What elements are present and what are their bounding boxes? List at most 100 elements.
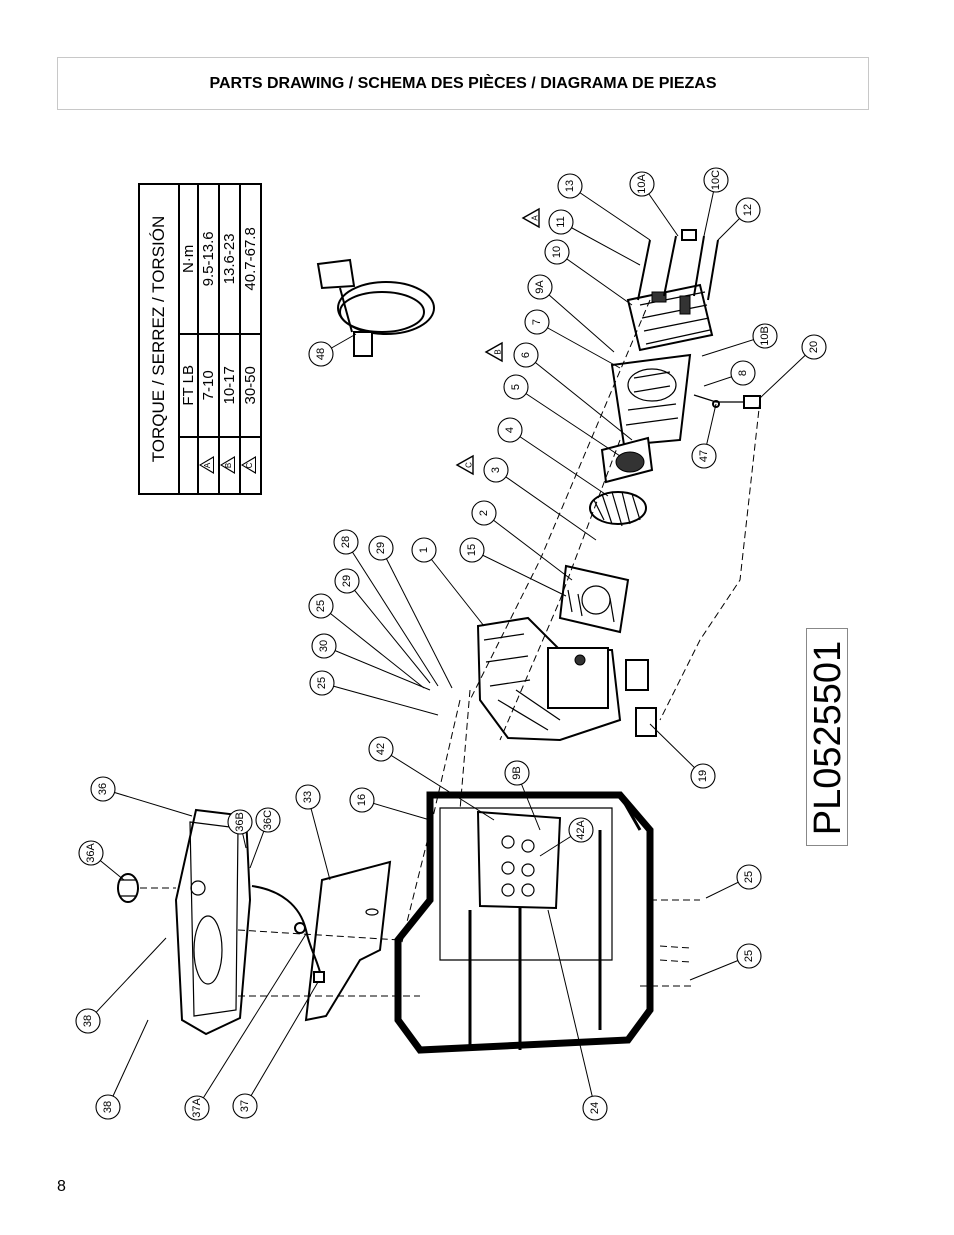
callout-leader-line (509, 429, 609, 497)
part-callout: 38 (95, 1094, 121, 1120)
tank-bracket-part (304, 860, 392, 1022)
callout-label: 25 (743, 950, 755, 962)
callout-label: 38 (82, 1015, 94, 1027)
callout-label: 7 (531, 319, 543, 325)
callout-bubble (90, 776, 116, 802)
torque-nm-value: 9.5-13.6 (198, 184, 219, 334)
part-callout: 36 (90, 776, 116, 802)
part-callout: 13 (557, 173, 583, 199)
page-number: 8 (57, 1178, 66, 1195)
part-callout: 25 (736, 943, 762, 969)
callout-leader-line (380, 748, 495, 821)
callout-label: 42 (375, 743, 387, 755)
callout-leader-line (107, 1019, 149, 1108)
callout-label: 36A (85, 843, 97, 863)
callout-leader-line (346, 580, 431, 684)
callout-bubble (95, 1094, 121, 1120)
torque-ftlb-value: 30-50 (240, 333, 261, 437)
part-callout: 11 (548, 209, 574, 235)
part-callout: 29 (368, 535, 394, 561)
part-callout: 36B (227, 809, 253, 835)
callout-label: 10B (759, 326, 771, 346)
torque-mark-letter: B (494, 349, 503, 354)
fuel-cap-part (117, 873, 139, 903)
callout-leader-line (196, 933, 307, 1109)
callout-bubble (691, 443, 717, 469)
torque-triangle-icon: B (220, 456, 235, 475)
callout-label: 16 (356, 794, 368, 806)
torque-table-ftlb-header: FT LB (179, 333, 198, 437)
torque-nm-value: 40.7-67.8 (240, 184, 261, 334)
callout-label: 12 (742, 204, 754, 216)
callout-leader-line (321, 682, 439, 716)
callout-label: 4 (504, 427, 516, 433)
part-callout: 38 (75, 1008, 101, 1034)
parts-layer (117, 229, 761, 1054)
part-callout: 12 (735, 197, 761, 223)
drawing-code: PL0525501 (807, 640, 848, 836)
drawing-code-box: PL0525501 (806, 628, 848, 846)
part-callout: 36A (78, 840, 104, 866)
callout-bubble (78, 840, 104, 866)
callout-label: 25 (315, 600, 327, 612)
callout-leader-line (539, 286, 615, 353)
torque-mark-cell: A (198, 436, 219, 494)
callout-bubble (703, 167, 729, 193)
callout-bubble (527, 274, 553, 300)
callout-bubble (524, 309, 550, 335)
callout-leader-line (87, 937, 167, 1022)
callout-bubble (471, 500, 497, 526)
torque-table-nm-header: N·m (179, 184, 198, 334)
callout-bubble (752, 323, 778, 349)
torque-table-row: C 30-50 40.7-67.8 (240, 184, 261, 494)
callout-bubble (503, 374, 529, 400)
torque-table-title: TORQUE / SERREZ / TORSIÓN (139, 184, 179, 494)
callout-leader-line (495, 469, 597, 541)
callout-leader-line (323, 645, 431, 691)
callout-bubble (411, 537, 437, 563)
wiring-part (659, 394, 761, 721)
callout-leader-line (569, 185, 651, 241)
part-callout: 33 (295, 784, 321, 810)
callout-leader-line (556, 251, 633, 306)
torque-table-wrapper: TORQUE / SERREZ / TORSIÓN FT LB N·m A 7-… (138, 183, 262, 495)
torque-table: TORQUE / SERREZ / TORSIÓN FT LB N·m A 7-… (138, 183, 262, 495)
torque-nm-value: 13.6-23 (219, 184, 240, 334)
part-callout: 4 (497, 417, 523, 443)
callout-label: 10C (710, 170, 722, 190)
callout-label: 36C (262, 810, 274, 830)
callout-label: 29 (375, 542, 387, 554)
callout-bubble (557, 173, 583, 199)
part-callout: 15 (459, 537, 485, 563)
callout-bubble (629, 171, 655, 197)
part-callout: 10 (544, 239, 570, 265)
callout-label: 37 (239, 1100, 251, 1112)
torque-mark-icon: C (455, 454, 474, 476)
callout-label: 28 (340, 536, 352, 548)
callout-label: 8 (737, 370, 749, 376)
part-callout: 10B (752, 323, 778, 349)
callout-label: 30 (318, 640, 330, 652)
part-callout: 48 (308, 341, 334, 367)
callout-leader-line (471, 549, 567, 597)
callout-leader-line (536, 321, 621, 369)
callout-label: 11 (555, 216, 567, 227)
callout-leader-line (515, 386, 621, 457)
callout-label: 25 (316, 677, 328, 689)
part-callout: 42A (568, 817, 594, 843)
part-callout: 47 (691, 443, 717, 469)
rotor-part (600, 436, 654, 484)
callout-label: 13 (564, 180, 576, 192)
torque-mark-letter: A (531, 215, 540, 221)
through-bolts-part (637, 229, 719, 301)
part-callout: 10A (629, 171, 655, 197)
torque-triangle-icon: C (241, 456, 256, 475)
callout-bubble (497, 417, 523, 443)
callout-bubble (75, 1008, 101, 1034)
part-callout: 9B (504, 760, 530, 786)
callout-leader-line (345, 541, 439, 687)
callout-leader-line (423, 549, 485, 627)
callout-bubble (368, 736, 394, 762)
part-callout: 42 (368, 736, 394, 762)
